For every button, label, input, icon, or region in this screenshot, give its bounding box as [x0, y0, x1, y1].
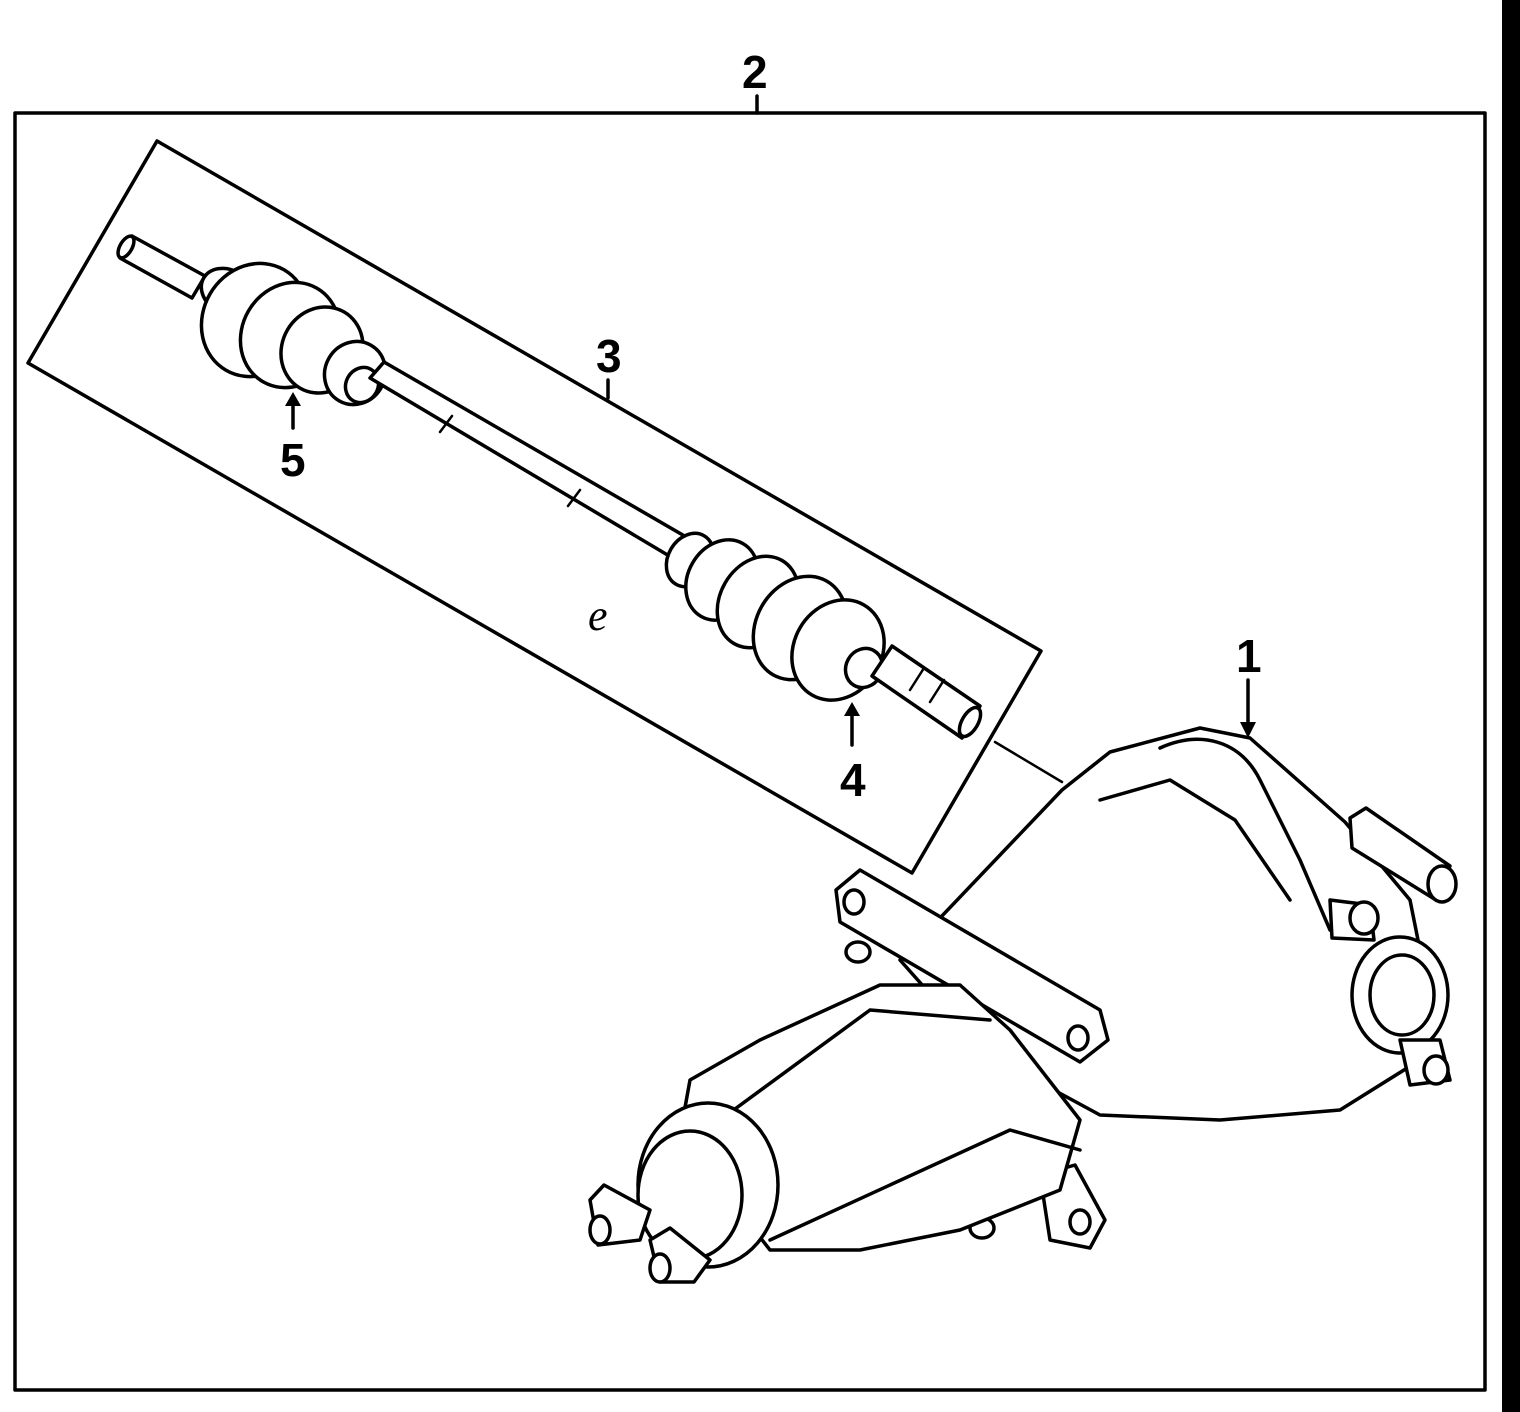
callout-5: 5: [280, 434, 306, 486]
axle-shaft: e: [116, 234, 983, 740]
callout-2: 2: [742, 46, 768, 98]
outer-cv-boot: [664, 531, 886, 702]
svg-text:e: e: [588, 591, 608, 640]
callout-1: 1: [1236, 630, 1262, 682]
right-edge-band: [1502, 0, 1520, 1412]
callout-3: 3: [596, 330, 622, 382]
callout-4: 4: [840, 754, 866, 806]
pinion-yoke: [588, 1183, 712, 1284]
axle-shaft-frame: [26, 139, 1043, 875]
assembly-frame: [13, 94, 1487, 1392]
callout-leaders: [285, 392, 1256, 747]
differential-housing: [588, 726, 1458, 1284]
inner-cv-boot: [199, 261, 388, 407]
